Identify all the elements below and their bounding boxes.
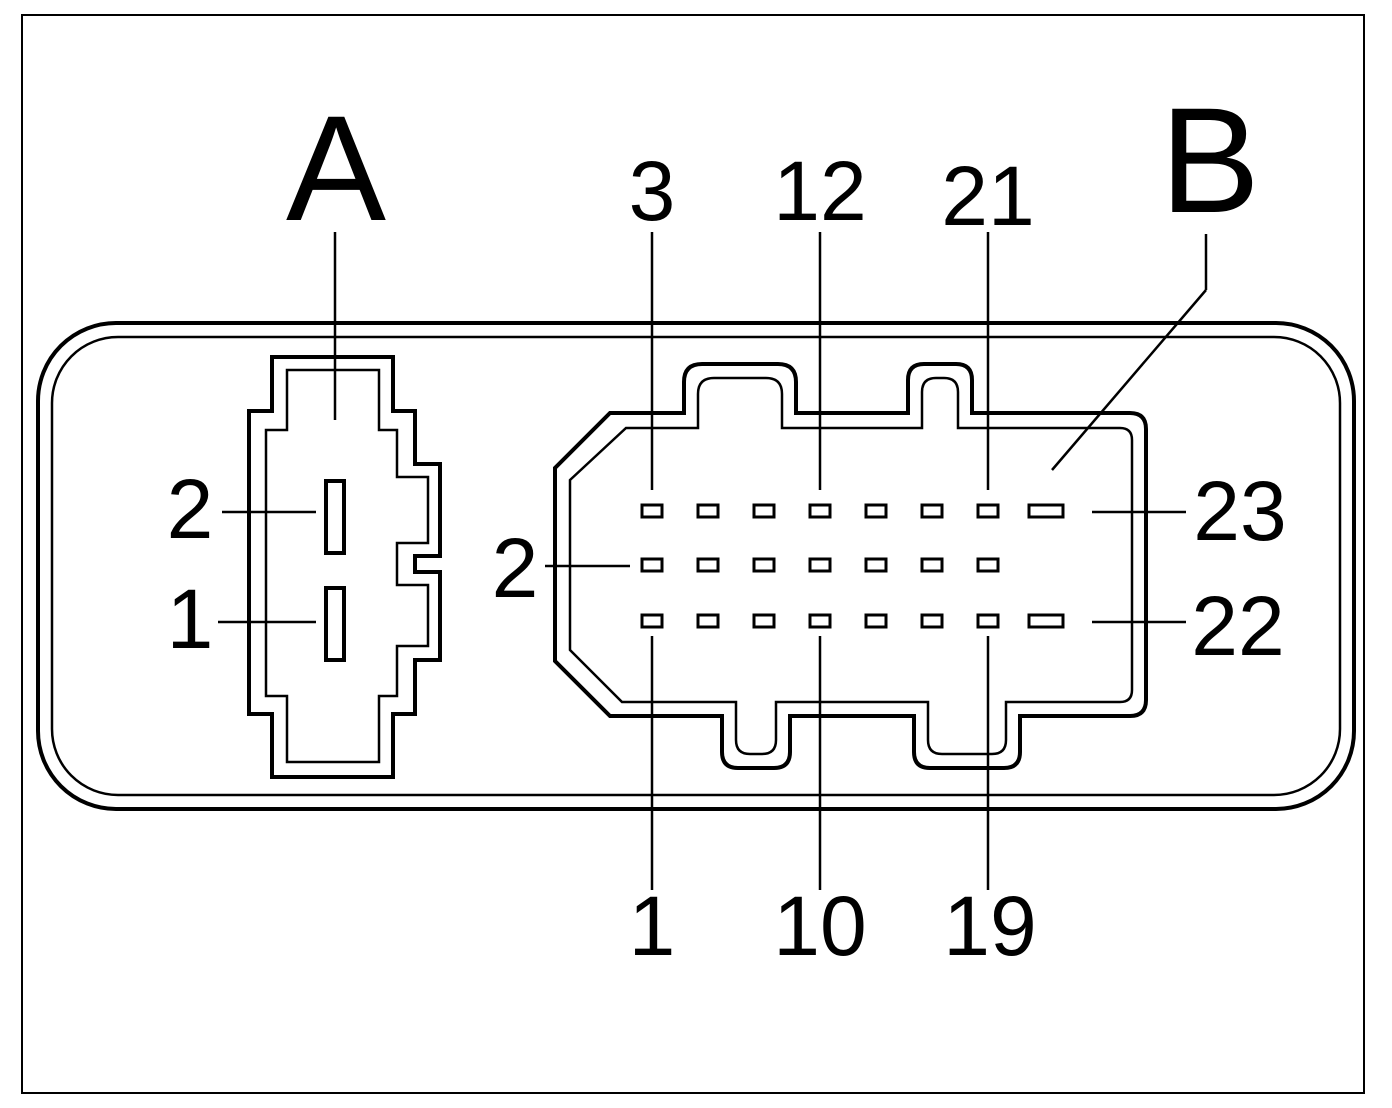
housing-outer (36, 321, 1356, 811)
connector-b-top-label-12: 12 (773, 144, 866, 238)
connector-b-bottom-label-10: 10 (773, 879, 866, 973)
connector-b-pin (920, 503, 944, 519)
connector-b-pin (808, 613, 832, 629)
connector-b-label: B (1160, 76, 1260, 244)
connector-b-pin (864, 557, 888, 573)
connector-b-pin (640, 557, 664, 573)
connector-b-pin (976, 613, 1000, 629)
connector-a-outline-inner (264, 368, 430, 764)
connector-b-pin (1027, 503, 1065, 519)
connector-b-pins (640, 503, 1065, 629)
connector-b-top-label-21: 21 (941, 149, 1034, 243)
connector-b-top-label-3: 3 (629, 144, 676, 238)
connector-b-pin (976, 557, 1000, 573)
connector-b-bottom-label-1: 1 (629, 879, 676, 973)
connector-a-pin-2 (324, 479, 346, 555)
connector-b-pin (920, 613, 944, 629)
connector-b-pin (864, 503, 888, 519)
connector-b-right-label-22: 22 (1191, 579, 1284, 673)
connector-b-pin (696, 503, 720, 519)
connector-b-pin (808, 557, 832, 573)
connector-b-pin (752, 613, 776, 629)
connector-b-outline-inner (568, 376, 1134, 756)
connector-b-pin (752, 557, 776, 573)
connector-b-bottom-label-19: 19 (943, 879, 1036, 973)
connector-a-pin-label-2: 2 (167, 462, 214, 556)
connector-a-pin-1 (324, 586, 346, 662)
connector-b-pin (976, 503, 1000, 519)
connector-b-leader-diagonal (1051, 289, 1207, 471)
connector-b-pin (864, 613, 888, 629)
connector-b-pin (640, 503, 664, 519)
connector-b-left-label-2: 2 (492, 521, 539, 615)
housing-inner (50, 335, 1342, 797)
connector-b-pin (640, 613, 664, 629)
connector-b-outline-outer (553, 362, 1148, 770)
connector-b-pin (696, 557, 720, 573)
connector-b-pin (808, 503, 832, 519)
connector-b-right-label-23: 23 (1193, 464, 1286, 558)
connector-a-pin-label-1: 1 (167, 572, 214, 666)
connector-b-pin (696, 613, 720, 629)
connector-a-label: A (286, 84, 386, 252)
connector-b-pin (1027, 613, 1065, 629)
connector-a-outline-outer (247, 355, 442, 779)
connector-b-pin (752, 503, 776, 519)
outer-frame (21, 14, 1365, 1094)
connector-b-pin (920, 557, 944, 573)
